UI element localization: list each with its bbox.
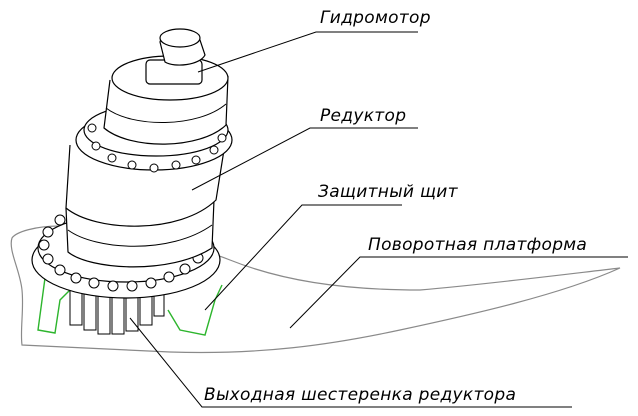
label-output-gear: Выходная шестеренка редуктора	[204, 385, 517, 405]
label-hydromotor: Гидромотор	[320, 8, 431, 28]
label-shield: Защитный щит	[318, 182, 458, 202]
protective-shield	[37, 277, 223, 336]
label-reducer: Редуктор	[320, 106, 407, 126]
leader-lines	[129, 31, 628, 408]
label-rotary-platform: Поворотная платформа	[368, 235, 588, 255]
hydromotor-fitting	[145, 28, 206, 85]
output-gear	[69, 279, 165, 335]
